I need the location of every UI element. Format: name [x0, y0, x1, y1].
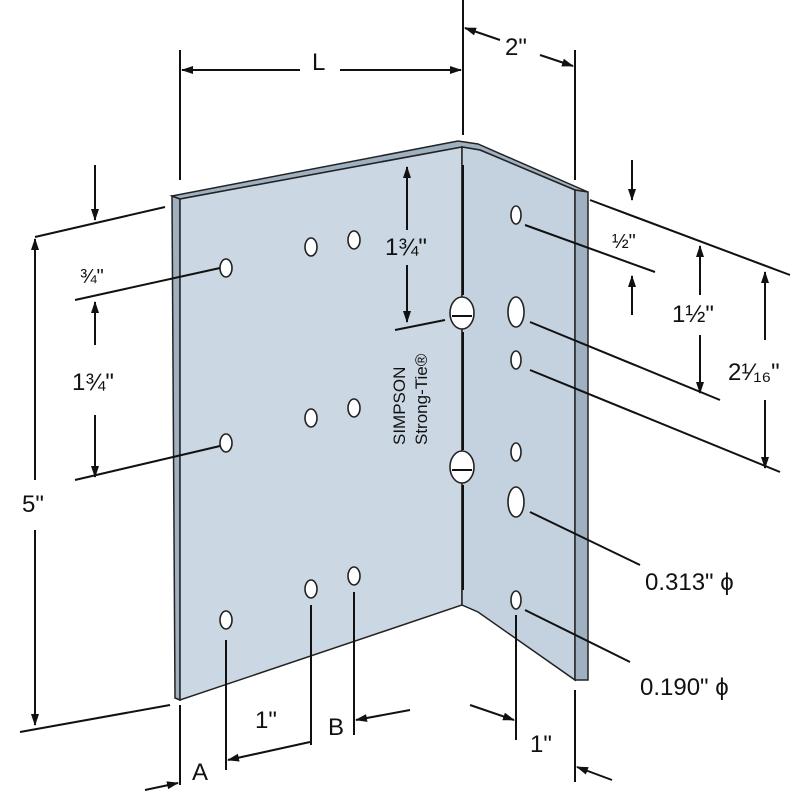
- brand-subname: Strong-Tie®: [412, 353, 431, 445]
- dim-top-offset-label: 1¾": [385, 234, 427, 261]
- dim-height-label: 5": [22, 491, 44, 518]
- flange-edge-thickness: [574, 189, 589, 681]
- small-hole-diameter-label: 0.190" ϕ: [640, 674, 729, 701]
- dim-flange-hole-offset-label: 1": [530, 731, 552, 758]
- dimension-lines: [19, 0, 791, 791]
- dim-flange-spacing-2-label: 2¹⁄₁₆": [728, 359, 780, 386]
- dim-length-label: L: [312, 49, 325, 76]
- dim-a-label: A: [192, 759, 208, 786]
- bend-slots: [449, 296, 475, 484]
- flange-holes: [507, 205, 525, 610]
- dim-flange-width-label: 2": [505, 34, 527, 61]
- left-edge-thickness: [171, 194, 181, 702]
- dim-flange-spacing-1-label: 1½": [672, 301, 714, 328]
- brand-logo: SIMPSON Strong-Tie®: [390, 353, 431, 445]
- large-hole-diameter-label: 0.313" ϕ: [645, 569, 734, 596]
- brand-name: SIMPSON: [390, 367, 409, 445]
- dim-left-top-offset-label: ¾": [80, 266, 104, 288]
- dim-b-label: B: [328, 714, 344, 741]
- dim-flange-top-offset-label: ½": [612, 231, 636, 253]
- dim-left-spacing-label: 1¾": [72, 369, 114, 396]
- dim-bottom-spacing-label: 1": [255, 707, 277, 734]
